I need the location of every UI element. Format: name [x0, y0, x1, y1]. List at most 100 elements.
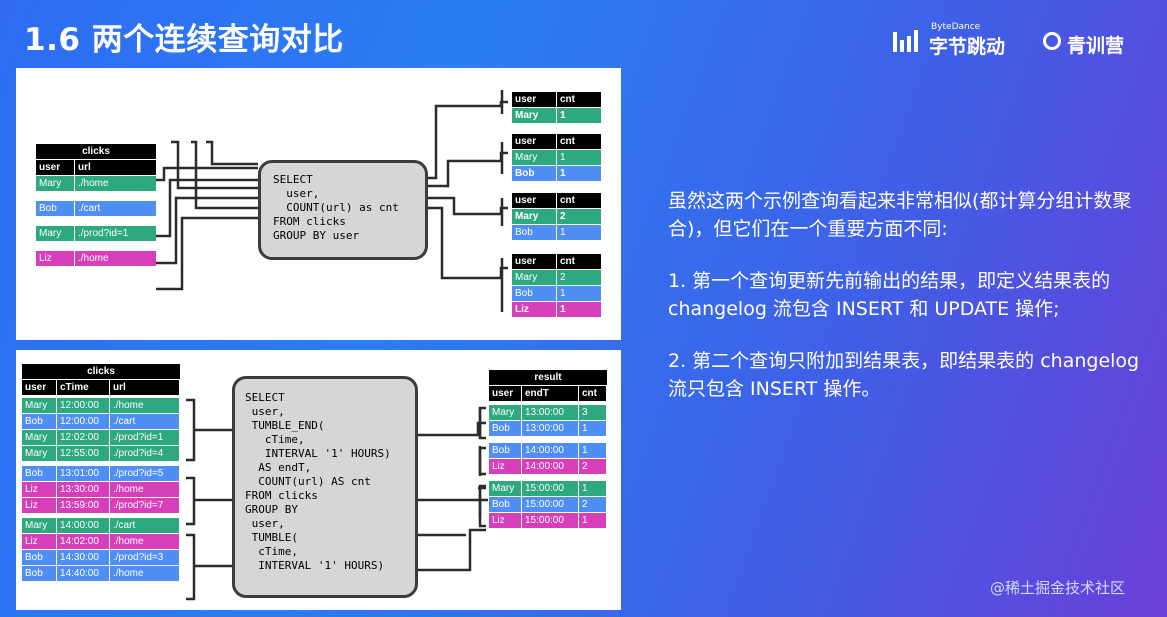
- cell-endt: 13:00:00: [522, 405, 578, 420]
- cell-cnt: 2: [557, 270, 601, 285]
- description-point-1: 1. 第一个查询更新先前输出的结果，即定义结果表的 changelog 流包含 …: [668, 270, 1111, 320]
- column-header: user: [512, 193, 556, 208]
- cell-url: ./prod?id=5: [110, 466, 179, 481]
- cell-ctime: 12:55:00: [57, 446, 109, 461]
- cell-ctime: 14:30:00: [57, 550, 109, 565]
- column-header: user: [512, 134, 556, 149]
- query1-panel: clicks user url Mary ./home Bob ./cart M…: [16, 68, 621, 340]
- cell-cnt: 1: [557, 150, 601, 165]
- column-header: cnt: [557, 134, 601, 149]
- cell-ctime: 13:30:00: [57, 482, 109, 497]
- cell-url: ./prod?id=7: [110, 498, 179, 513]
- cell-user: Bob: [512, 286, 556, 301]
- table-caption: clicks: [22, 364, 180, 379]
- column-header: cTime: [57, 380, 109, 395]
- cell-user: Bob: [489, 421, 521, 436]
- column-header: cnt: [579, 386, 606, 401]
- cell-user: Mary: [512, 209, 556, 224]
- description-point-2: 2. 第二个查询只附加到结果表，即结果表的 changelog 流只包含 INS…: [668, 350, 1140, 400]
- cell-endt: 15:00:00: [522, 513, 578, 528]
- cell-cnt: 1: [579, 421, 606, 436]
- query2-connector-lines: [186, 398, 488, 601]
- cell-cnt: 1: [579, 513, 606, 528]
- column-header: endT: [522, 386, 578, 401]
- cell-url: ./home: [110, 534, 179, 549]
- cell-endt: 13:00:00: [522, 421, 578, 436]
- cell-url: ./prod?id=1: [110, 430, 179, 445]
- column-header: cnt: [557, 92, 601, 107]
- cell-url: ./home: [110, 482, 179, 497]
- cell-user: Liz: [22, 534, 56, 549]
- bytedance-small-label: ByteDance: [931, 22, 981, 32]
- slide-title: 1.6 两个连续查询对比: [24, 22, 344, 58]
- cell-ctime: 14:40:00: [57, 566, 109, 581]
- cell-ctime: 12:00:00: [57, 398, 109, 413]
- cell-cnt: 3: [579, 405, 606, 420]
- query2-sql-box: SELECT user, TUMBLE_END( cTime, INTERVAL…: [232, 376, 418, 598]
- cell-url: ./home: [75, 251, 156, 266]
- cell-user: Bob: [489, 443, 521, 458]
- column-header: user: [489, 386, 521, 401]
- column-header: cnt: [557, 193, 601, 208]
- cell-user: Liz: [36, 251, 74, 266]
- cell-cnt: 1: [557, 286, 601, 301]
- cell-url: ./home: [110, 398, 179, 413]
- cell-user: Liz: [489, 459, 521, 474]
- cell-user: Liz: [489, 513, 521, 528]
- cell-cnt: 2: [579, 459, 606, 474]
- cell-user: Mary: [36, 176, 74, 191]
- cell-user: Bob: [22, 566, 56, 581]
- cell-url: ./home: [110, 566, 179, 581]
- column-header: url: [110, 380, 179, 395]
- query1-connector-lines: [156, 90, 508, 312]
- cell-user: Mary: [489, 405, 521, 420]
- table-row: Liz ./home: [36, 251, 157, 266]
- cell-url: ./prod?id=4: [110, 446, 179, 461]
- camp-logo-icon: [1043, 32, 1061, 50]
- column-header: user: [22, 380, 56, 395]
- cell-cnt: 1: [579, 443, 606, 458]
- cell-cnt: 2: [557, 209, 601, 224]
- cell-user: Bob: [22, 550, 56, 565]
- cell-ctime: 13:59:00: [57, 498, 109, 513]
- cell-user: Mary: [512, 108, 556, 123]
- cell-ctime: 14:00:00: [57, 518, 109, 533]
- cell-user: Bob: [512, 225, 556, 240]
- cell-endt: 14:00:00: [522, 459, 578, 474]
- cell-user: Mary: [22, 430, 56, 445]
- cell-endt: 14:00:00: [522, 443, 578, 458]
- cell-cnt: 1: [557, 225, 601, 240]
- cell-url: ./home: [75, 176, 156, 191]
- description-intro: 虽然这两个示例查询看起来非常相似(都计算分组计数聚合)，但它们在一个重要方面不同…: [668, 190, 1132, 240]
- cell-user: Liz: [22, 498, 56, 513]
- bytedance-label: 字节跳动: [929, 36, 1006, 58]
- watermark: @稀土掘金技术社区: [990, 579, 1126, 597]
- cell-user: Mary: [22, 398, 56, 413]
- cell-ctime: 14:02:00: [57, 534, 109, 549]
- cell-user: Bob: [489, 497, 521, 512]
